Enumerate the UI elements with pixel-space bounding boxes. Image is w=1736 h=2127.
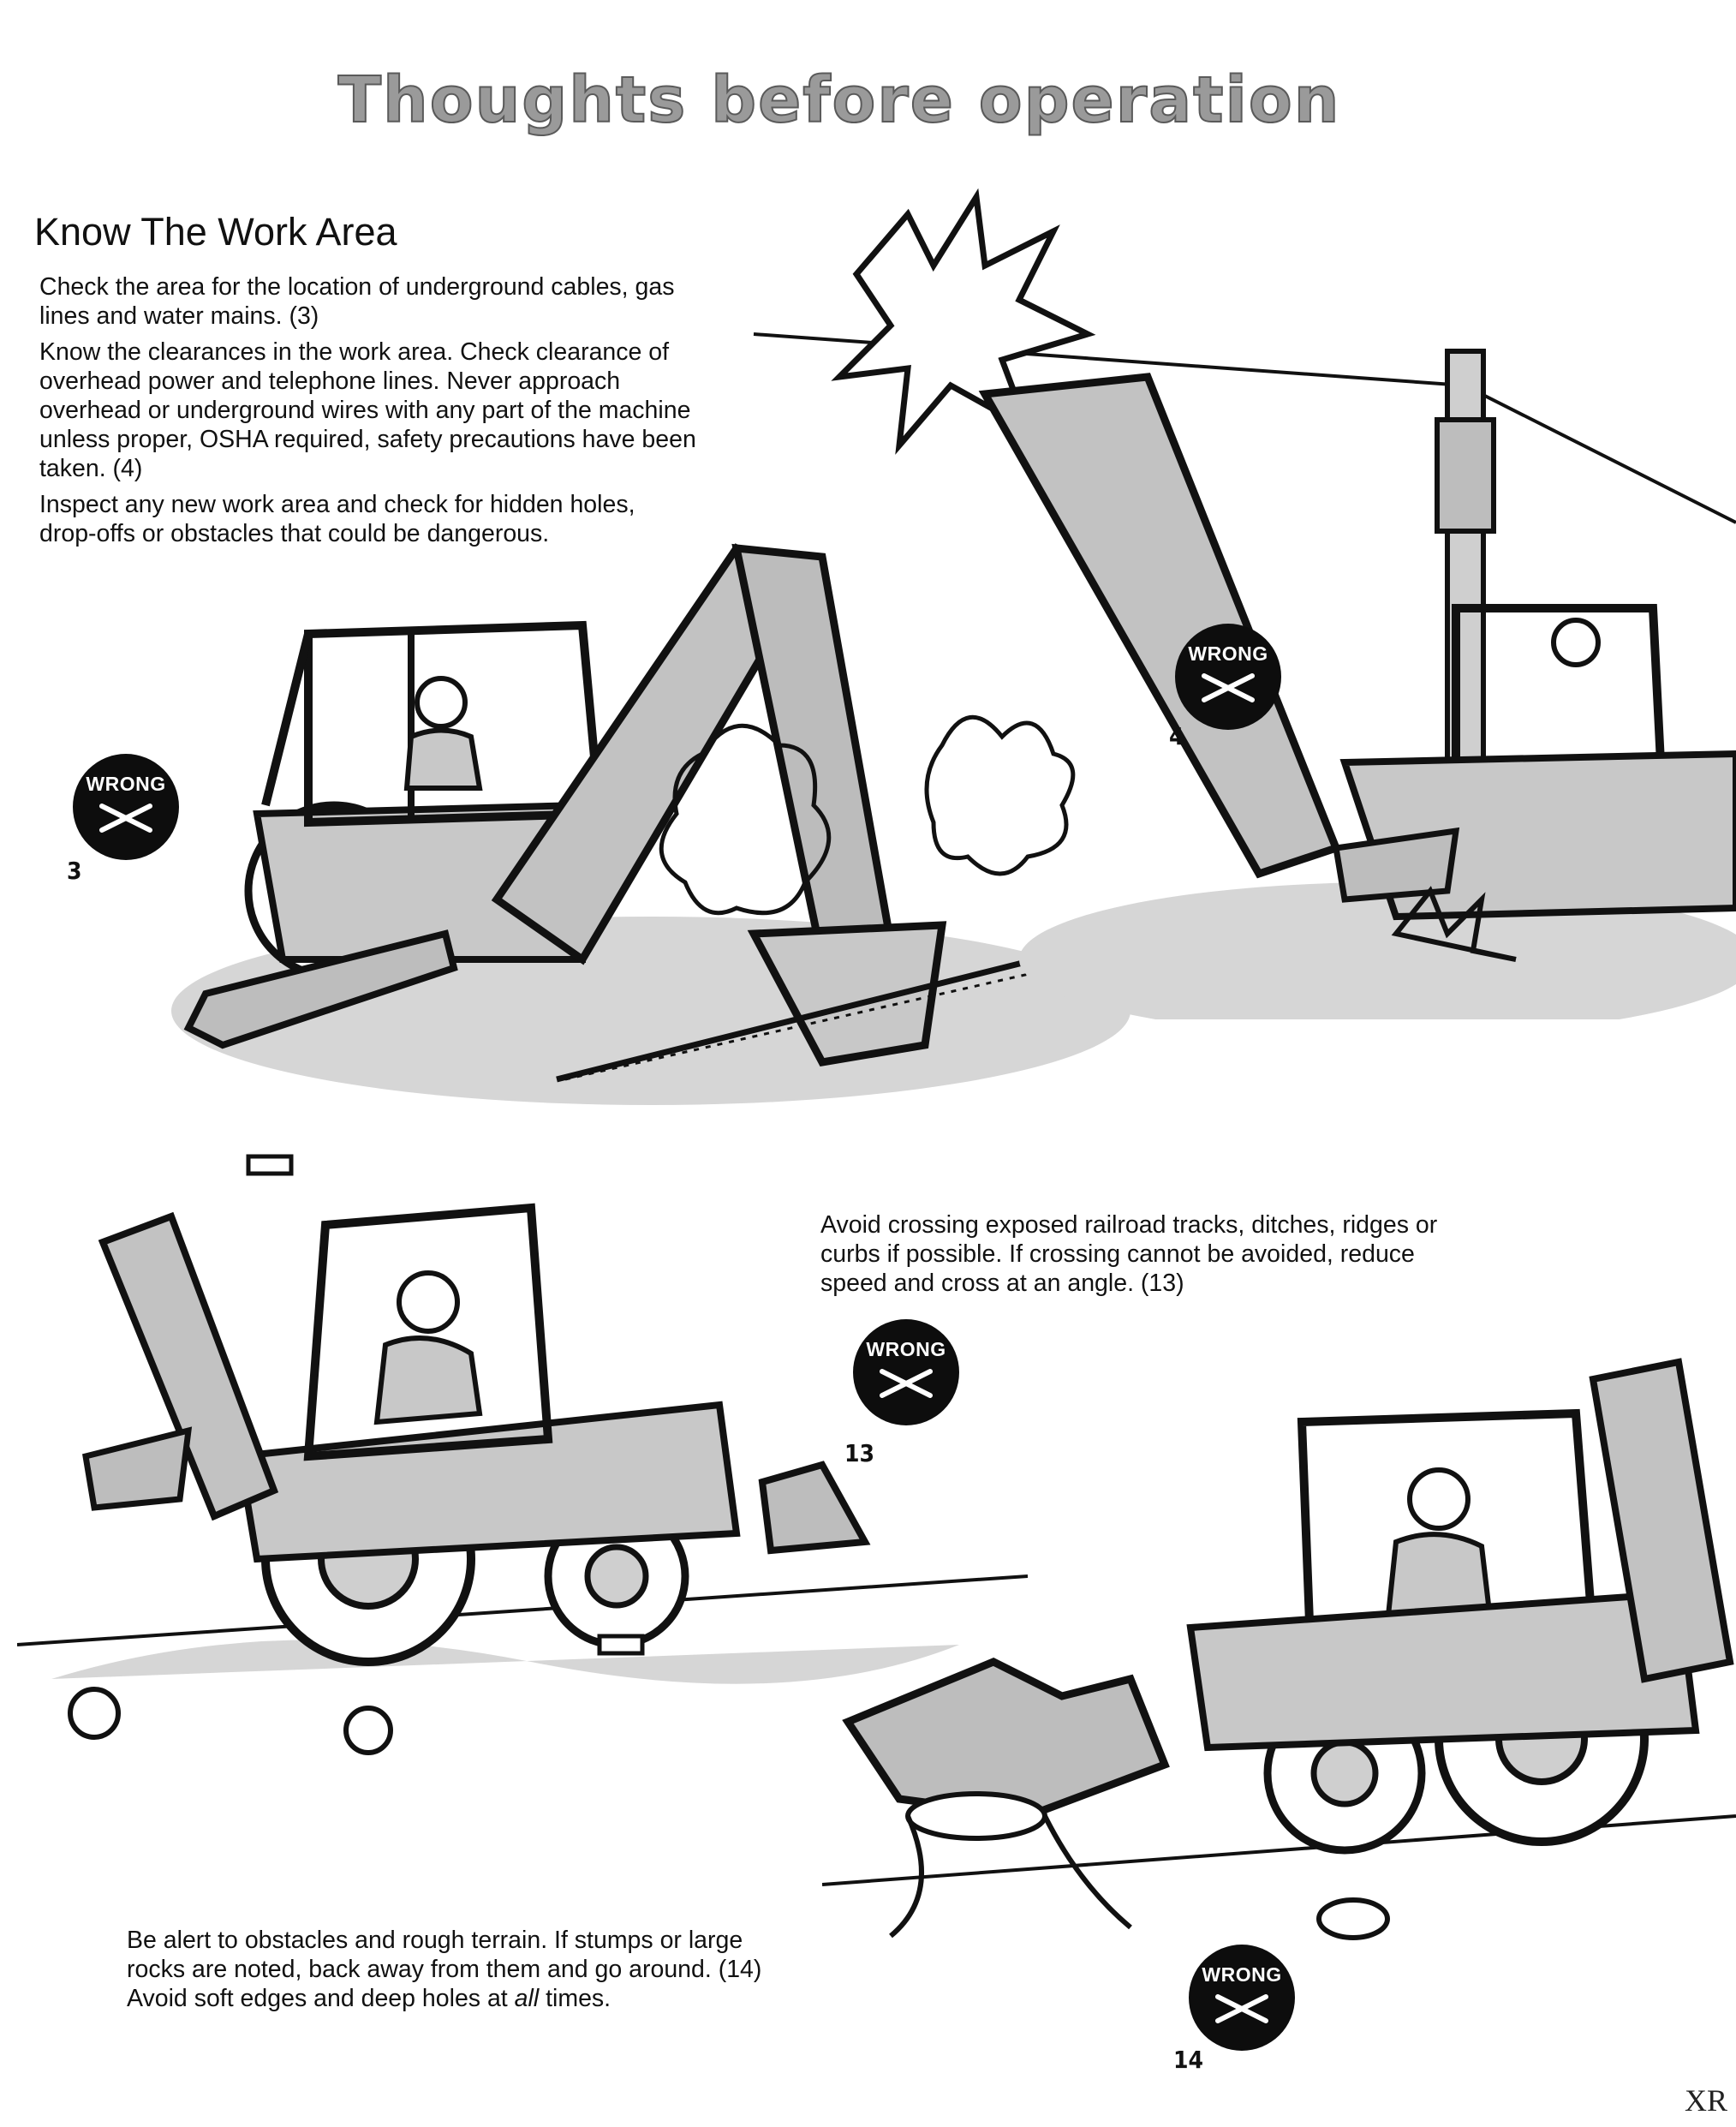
watermark: XR bbox=[1684, 2083, 1727, 2118]
figure-number-3: 3 bbox=[67, 857, 82, 885]
page-title: Thoughts before operation bbox=[337, 63, 1341, 137]
figure-number-13: 13 bbox=[844, 1439, 875, 1467]
paragraph-underground: Check the area for the location of under… bbox=[39, 273, 675, 330]
cross-icon bbox=[1215, 1994, 1268, 2023]
paragraph-obstacles-lead: Be alert to obstacles and rough terrain.… bbox=[127, 1927, 762, 2012]
wrong-badge-fig4: WRONG bbox=[1175, 624, 1281, 730]
figure-number-14: 14 bbox=[1173, 2046, 1204, 2074]
wrong-badge-label: WRONG bbox=[86, 773, 166, 795]
illustration-rough-crossing bbox=[17, 1154, 1028, 1755]
cross-icon bbox=[99, 804, 152, 833]
paragraph-obstacles-emphasis: all bbox=[514, 1985, 540, 2012]
wrong-badge-fig3: WRONG bbox=[73, 754, 179, 860]
paragraph-obstacles: Be alert to obstacles and rough terrain.… bbox=[127, 1926, 803, 2013]
paragraph-inspect: Inspect any new work area and check for … bbox=[39, 491, 635, 547]
wrong-badge-fig13: WRONG bbox=[853, 1319, 959, 1425]
wrong-badge-fig14: WRONG bbox=[1189, 1945, 1295, 2051]
paragraph-obstacles-tail: times. bbox=[539, 1985, 611, 2012]
cross-icon bbox=[1202, 673, 1255, 702]
illustration-underground-lines bbox=[171, 543, 1130, 1105]
wrong-badge-label: WRONG bbox=[1188, 642, 1268, 665]
wrong-badge-label: WRONG bbox=[866, 1338, 946, 1360]
paragraph-crossing: Avoid crossing exposed railroad tracks, … bbox=[820, 1211, 1438, 1297]
section-heading: Know The Work Area bbox=[34, 210, 397, 254]
wrong-badge-label: WRONG bbox=[1202, 1963, 1282, 1986]
figure-number-4: 4 bbox=[1169, 722, 1184, 750]
paragraph-clearances: Know the clearances in the work area. Ch… bbox=[39, 338, 696, 482]
illustration-stump-obstacle bbox=[822, 1358, 1736, 1940]
illustration-overhead-power-line bbox=[753, 188, 1736, 1019]
cross-icon bbox=[880, 1369, 933, 1398]
